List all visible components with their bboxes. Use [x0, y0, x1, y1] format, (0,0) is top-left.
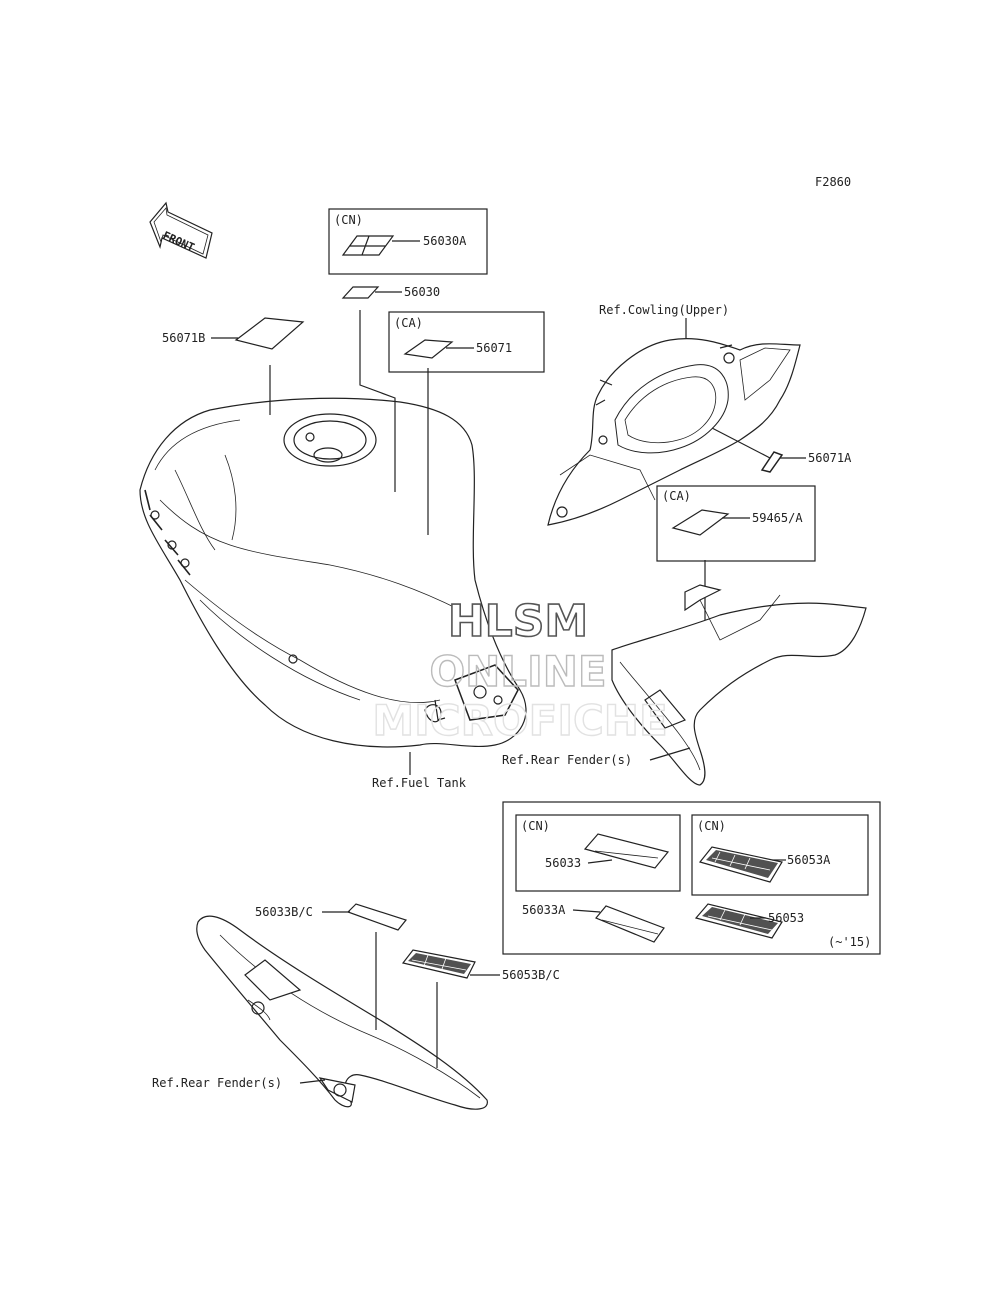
watermark: HLSM ONLINE MICROFICHE: [372, 595, 669, 746]
part-56053: 56053: [768, 911, 804, 925]
label-56033A-icon: [595, 905, 665, 943]
box-decal-group: [502, 801, 881, 955]
box-cn-right: [691, 814, 869, 896]
part-59465A: 59465/A: [752, 511, 803, 525]
part-56071: 56071: [476, 341, 512, 355]
part-56053BC: 56053B/C: [502, 968, 560, 982]
box-ca-tank: [388, 311, 545, 373]
box-cn-left-label: (CN): [521, 819, 550, 833]
box-ca-tank-label: (CA): [394, 316, 423, 330]
ref-rear-fender-left: Ref.Rear Fender(s): [152, 1076, 282, 1090]
watermark-line3: MICROFICHE: [372, 696, 667, 745]
ref-fuel-tank: Ref.Fuel Tank: [372, 776, 467, 790]
part-56071A: 56071A: [808, 451, 852, 465]
box-ca-cowl: [656, 485, 816, 562]
part-56033A: 56033A: [522, 903, 566, 917]
watermark-line1: HLSM: [448, 596, 588, 647]
leader-56030: [359, 310, 396, 492]
box-ca-cowl-label: (CA): [662, 489, 691, 503]
box-cn-top-label: (CN): [334, 213, 363, 227]
part-56030A: 56030A: [423, 234, 467, 248]
part-56030: 56030: [404, 285, 440, 299]
label-56071B-icon: [234, 317, 305, 350]
box-years-label: (~'15): [828, 935, 871, 949]
label-56071A-icon: [760, 451, 784, 473]
rear-fender-right-illustration: [611, 584, 867, 786]
chain-cover-illustration: [196, 915, 488, 1110]
part-56033BC: 56033B/C: [255, 905, 313, 919]
label-56071-icon: [403, 339, 454, 359]
box-cn-left: [515, 814, 681, 892]
label-59465A-icon: [671, 509, 730, 536]
fuel-tank-illustration: [139, 397, 527, 748]
label-56033BC-icon: [346, 903, 408, 931]
label-56033-icon: [583, 833, 670, 869]
diagram-code: F2860: [815, 175, 851, 189]
part-56033: 56033: [545, 856, 581, 870]
box-cn-top: [328, 208, 488, 275]
front-arrow-icon: FRONT: [149, 201, 213, 259]
label-56030-icon: [341, 286, 380, 299]
part-56071B: 56071B: [162, 331, 205, 345]
watermark-line2: ONLINE: [429, 647, 606, 696]
ref-cowling: Ref.Cowling(Upper): [599, 303, 729, 317]
ref-rear-fender-right: Ref.Rear Fender(s): [502, 753, 632, 767]
cowling-upper-illustration: [547, 338, 801, 526]
label-56030A-icon: [341, 235, 395, 256]
part-56053A: 56053A: [787, 853, 831, 867]
box-cn-right-label: (CN): [697, 819, 726, 833]
